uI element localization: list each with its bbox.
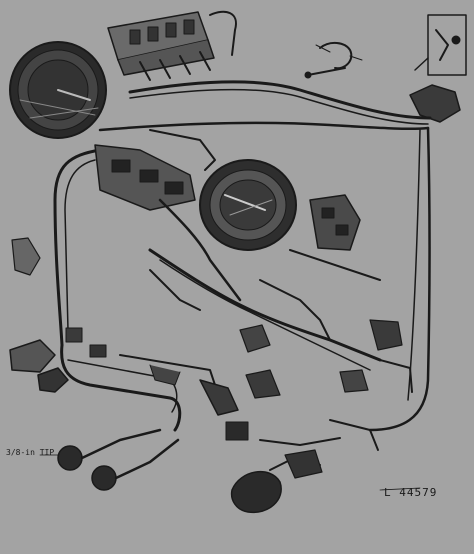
round-gauge-icon [9, 41, 107, 139]
bracket-parts-icon [89, 324, 281, 441]
clip-connector-icon [304, 42, 363, 79]
relay-cluster-icon [94, 129, 242, 302]
callout-label: 3/8-in TIP [6, 448, 55, 457]
connector-plugs-icon [57, 428, 180, 491]
fuse-block-icon [107, 10, 237, 81]
right-relays-icon [289, 194, 381, 281]
right-lower-cluster-icon [339, 319, 413, 393]
toggle-switch-icon [409, 14, 467, 123]
speedometer-icon [199, 159, 297, 251]
mid-harness-icon [148, 248, 382, 371]
lamp-connector-icon [230, 419, 379, 514]
socket-plugs-icon [9, 237, 83, 393]
reference-id: L 44579 [384, 486, 438, 499]
